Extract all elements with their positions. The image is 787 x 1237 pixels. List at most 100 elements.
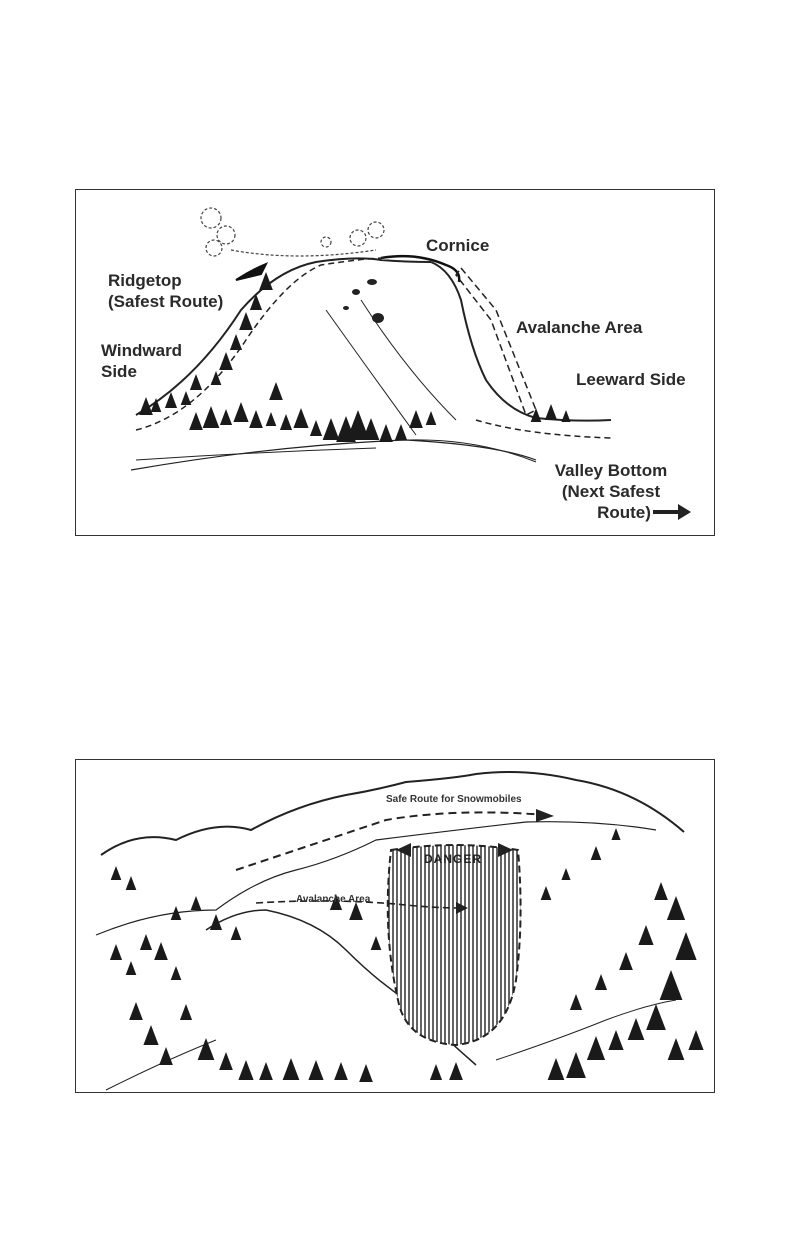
tree-icon [362,418,380,440]
tree-icon [569,994,583,1010]
cornice-lip [380,254,461,283]
valley-label-line2: (Next Safest [561,482,661,501]
tree-icon [265,412,277,426]
tree-icon [180,391,192,405]
danger-label: DANGER [424,852,483,866]
tree-icon [219,409,233,425]
tree-icon [334,1062,348,1080]
tree-icon [359,1064,373,1082]
tree-icon [230,926,242,940]
tree-icon [425,411,437,425]
tree-icon [219,352,233,370]
windward-label-line1: Windward [101,341,183,360]
tree-icon [688,1030,704,1050]
tree-icon [210,371,222,385]
tree-icon [109,944,123,960]
valley-label-line3: Route) [597,503,651,522]
ridgetop-label: Ridgetop (Safest Route) [108,270,223,312]
tree-icon [449,1062,463,1080]
tree-icon [349,902,363,920]
tree-icon [394,424,408,440]
avalanche-pointer-line [255,900,462,909]
tree-icon [143,1025,159,1045]
ridgetop-label-line1: Ridgetop [108,271,182,290]
tree-icon [561,868,571,880]
valley-bottom-label: Valley Bottom (Next Safest Route) [546,460,676,523]
tree-icon [233,402,249,422]
tree-icon [547,1058,565,1080]
leeward-side-label: Leeward Side [576,370,686,389]
tree-icon [619,952,633,970]
tree-icon [279,414,293,430]
tree-icon [139,397,153,415]
tree-icon [309,420,323,436]
trees [109,828,704,1082]
tree-icon [110,866,122,880]
ridge-diagram-panel: Cornice Ridgetop (Safest Route) Windward… [75,189,715,536]
tree-icon [346,410,370,440]
tree-icon [566,1052,586,1078]
tree-icon [308,1060,324,1080]
tree-icon [202,406,220,428]
tree-icon [659,970,683,1000]
safe-route-line [235,811,547,871]
rocks [343,279,384,323]
tree-icon [238,1060,254,1080]
tree-icon [544,404,558,420]
tree-icon [159,1047,173,1065]
tree-icon [540,886,552,900]
tree-icon [154,942,168,960]
tree-icon [429,1064,443,1080]
avalanche-area-label: Avalanche Area [516,318,643,337]
safe-route-label: Safe Route for Snowmobiles [386,794,522,805]
valley-route-line [475,419,612,439]
tree-icon [269,382,283,400]
valley-label-line1: Valley Bottom [554,461,668,480]
tree-icon [594,974,608,990]
tree-icon [666,896,686,920]
tree-icon [646,1004,666,1030]
tree-icon [229,334,243,350]
tree-icon [189,412,203,430]
tree-icon [197,1038,215,1060]
tree-icon [179,1004,193,1020]
slope-illustration [95,771,704,1091]
tree-icon [561,410,571,422]
tree-icon [164,392,178,408]
tree-icon [627,1018,645,1040]
tree-icon [139,934,153,950]
tree-icon [590,846,602,860]
tree-icon [667,1038,685,1060]
tree-icon [608,1030,624,1050]
tree-icon [249,410,263,428]
tree-icon [409,410,423,428]
tree-icon [638,925,654,945]
tree-icon [249,294,263,310]
tree-icon [675,932,697,960]
ridgetop-arrow [235,262,269,281]
tree-icon [322,418,340,440]
tree-icon [259,1062,273,1080]
safe-route-arrowhead [536,809,554,822]
tree-icon [125,961,137,975]
tree-icon [170,966,182,980]
tree-icon [219,1052,233,1070]
tree-icon [259,272,273,290]
tree-icon [125,876,137,890]
tree-icon [282,1058,300,1080]
ridgetop-route-line [135,257,387,431]
avalanche-area-label-2: Avalanche Area [296,894,371,905]
tree-icon [379,424,393,442]
tree-icon [209,914,223,930]
windward-label-line2: Side [101,362,137,381]
tree-icon [239,312,253,330]
tree-icon [189,374,203,390]
ridge-illustration [130,207,691,520]
tree-icon [530,408,542,422]
trees [139,272,571,442]
tree-icon [150,398,162,412]
right-arrow-icon [653,504,691,520]
ridgetop-label-line2: (Safest Route) [108,292,224,311]
tree-icon [654,882,668,900]
slope-diagram-panel: Safe Route for Snowmobiles Avalanche Are… [75,759,715,1093]
